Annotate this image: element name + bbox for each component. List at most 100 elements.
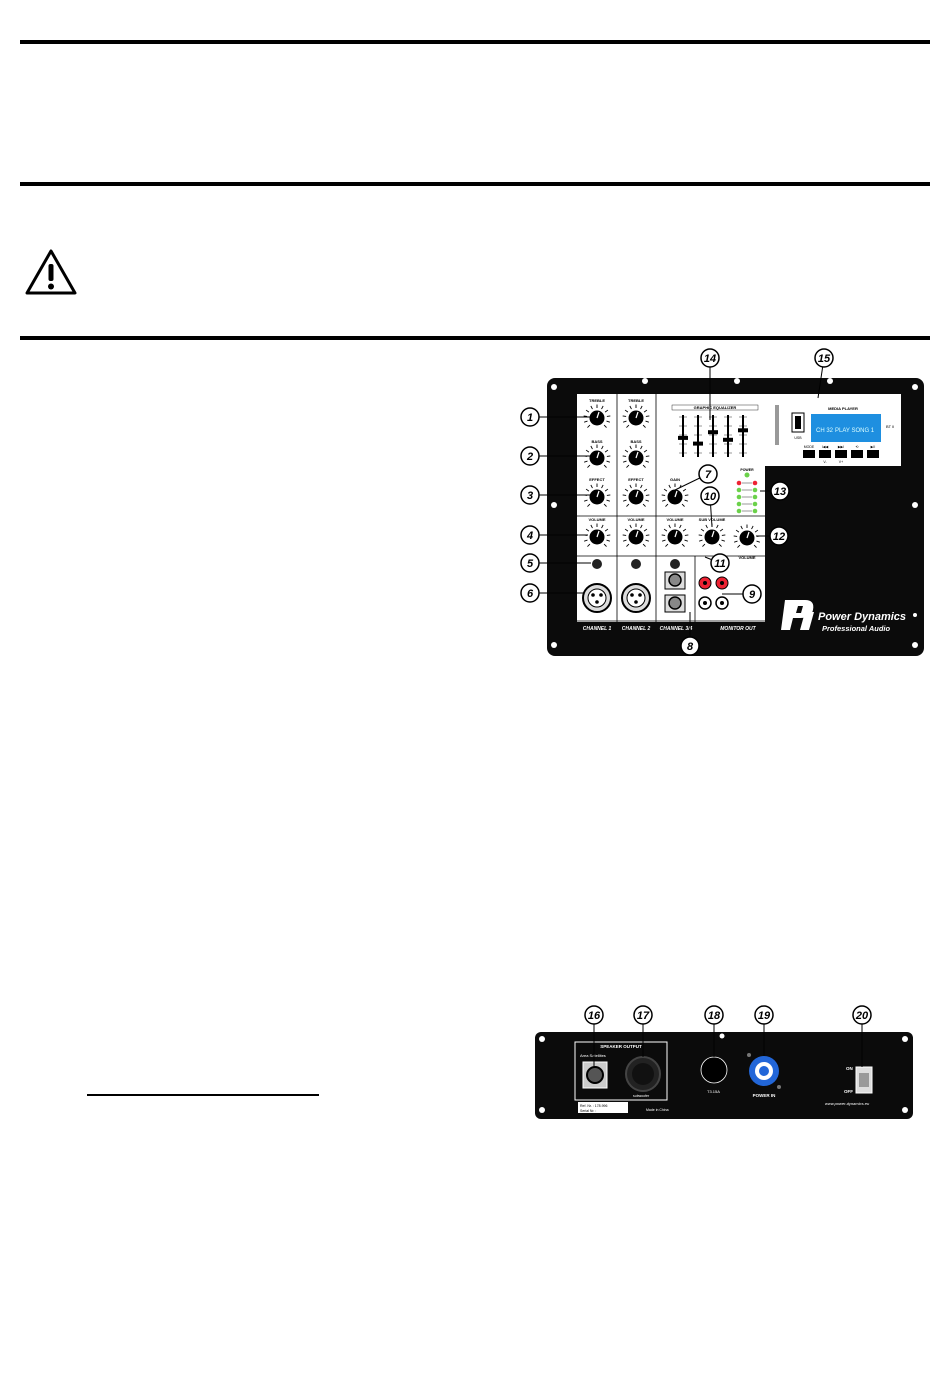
label-subwoofer: subwoofer [633,1094,650,1098]
label-effect-1: EFFECT [589,477,605,482]
led-right-5 [752,508,758,514]
svg-text:16: 16 [588,1010,601,1022]
player-button-5[interactable]: ▶II [867,445,879,458]
knob-volume-2[interactable] [622,523,650,547]
knob-volume-1[interactable] [583,523,611,547]
ch34-switch[interactable] [670,559,680,569]
callout-8: 8 [680,612,700,656]
ch1-switch[interactable] [592,559,602,569]
label-channel-3-4-b: CHANNEL 3/4 [660,626,693,632]
label-channel-2-b: CHANNEL 2 [622,626,651,632]
label-monitor-out-b: MONITOR OUT [720,626,756,632]
player-display-left: CH 32 [816,428,834,434]
callout-1: 1 [520,407,590,427]
callout-7: 7 [674,464,718,491]
led-left-2 [736,487,742,493]
label-volume-1: VOLUME [588,517,605,522]
eq-slider-4[interactable] [723,415,733,457]
label-website: www.power-dynamics.eu [825,1101,870,1106]
svg-text:17: 17 [637,1010,650,1022]
player-display-right: PLAY SONG 1 [835,428,875,434]
callout-19: 19 [754,1005,774,1056]
svg-text:13: 13 [774,486,786,498]
rear-panel: SPEAKER OUTPUT Area Satellites subwoofer… [535,1005,913,1119]
knob-volume-3[interactable] [661,523,689,547]
led-left-1 [736,480,742,486]
label-volume-3: VOLUME [666,517,683,522]
label-bass-1: BASS [591,439,602,444]
callout-5: 5 [520,553,591,573]
label-bt: BT ⅱ [886,424,894,429]
callout-6: 6 [520,583,583,603]
svg-text:1: 1 [527,412,533,424]
knob-master-volume[interactable] [733,524,761,548]
callout-16: 16 [584,1005,604,1066]
front-panel: TREBLE TREBLE BASS BASS EFFECT EFFECT GA… [520,348,924,656]
label-graphic-eq: GRAPHIC EQUALIZER [694,405,737,410]
svg-text:4: 4 [526,530,533,542]
callout-12: 12 [756,526,789,546]
eq-slider-2[interactable] [693,415,703,457]
player-button-label-3: ▶▶I [838,445,845,449]
label-master: MASTER [736,564,758,570]
knob-bass-2[interactable] [622,444,650,468]
label-power-in: POWER IN [753,1093,776,1098]
player-button-3[interactable]: ▶▶I V+ [835,445,847,464]
media-player: MEDIA PLAYER CH 32 PLAY SONG 1 BT ⅱ USB … [775,405,894,464]
callout-18: 18 [704,1005,724,1057]
ch2-switch[interactable] [631,559,641,569]
led-meter: POWER [736,468,758,514]
player-button-4[interactable]: ⟲ [851,445,863,458]
led-left-5 [736,508,742,514]
label-serial-no: Serial Nr. : [580,1109,596,1113]
callout-2: 2 [520,446,590,466]
section-rule-2 [20,336,930,340]
knob-gain[interactable] [661,483,689,507]
led-right-2 [752,487,758,493]
player-button-label-4: ⟲ [856,445,860,449]
fuse-holder[interactable] [700,1056,728,1084]
label-bass-2: BASS [630,439,641,444]
label-made-in: Made in China [646,1108,669,1112]
svg-text:12: 12 [773,531,785,543]
callout-3: 3 [520,485,590,505]
label-sub-volume: SUB VOLUME [699,517,726,522]
eq-slider-5[interactable] [738,415,748,457]
callout-9: 9 [722,584,762,604]
led-left-4 [736,501,742,507]
svg-text:10: 10 [704,491,717,503]
label-fuse: T3.15A [707,1089,720,1094]
svg-text:3: 3 [527,490,533,502]
player-button-sub-3: V+ [839,460,843,464]
channel-inputs [582,559,729,613]
callout-10: 10 [700,486,720,528]
section-rule [20,182,930,186]
eq-slider-3[interactable] [708,415,718,457]
led-right-1 [752,480,758,486]
label-power: POWER [740,468,754,472]
player-button-label-5: ▶II [871,445,876,449]
knob-effect-2[interactable] [622,483,650,507]
knob-sub-volume[interactable] [698,523,726,547]
top-rule [20,40,930,44]
label-off: OFF [844,1089,853,1094]
svg-text:15: 15 [818,353,831,365]
svg-text:2: 2 [526,451,533,463]
label-media-player: MEDIA PLAYER [828,406,858,411]
player-button-2[interactable]: I◀◀V- [819,445,831,464]
label-gain: GAIN [670,477,680,482]
svg-text:18: 18 [708,1010,721,1022]
callout-17: 17 [633,1005,653,1057]
knob-effect-1[interactable] [583,483,611,507]
knob-treble-2[interactable] [622,404,650,428]
led-left-3 [736,494,742,500]
knob-treble-1[interactable] [583,404,611,428]
label-master-volume: VOLUME [738,555,755,560]
player-button-label-2: I◀◀ [822,445,830,449]
eq-slider-1[interactable] [678,415,688,457]
label-usb: USB [794,436,802,440]
brand-sub: Professional Audio [822,624,890,633]
knob-bass-1[interactable] [583,444,611,468]
player-button-1[interactable]: MODE [803,445,815,458]
